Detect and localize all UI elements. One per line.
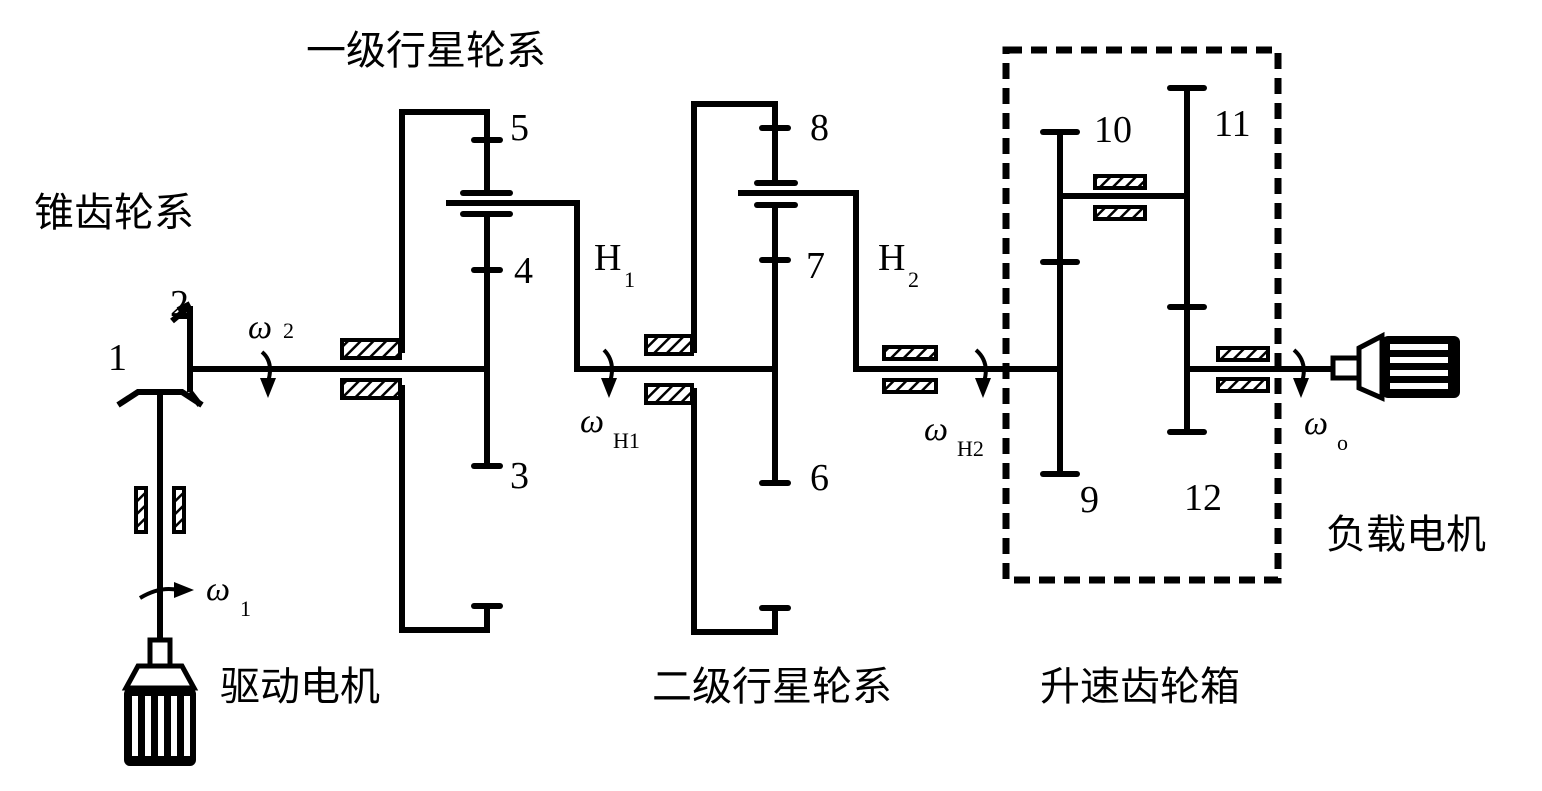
svg-text:ω: ω xyxy=(248,309,272,346)
angular-velocity-wo: ω o xyxy=(1304,405,1348,455)
bearing-icon xyxy=(1093,205,1147,221)
rotation-arrow-w1 xyxy=(138,582,194,600)
angular-velocity-wH1: ω H1 xyxy=(580,403,640,453)
first-stage-planetary xyxy=(340,109,775,633)
speed-up-gearbox xyxy=(1002,46,1338,584)
gear-number-7: 7 xyxy=(806,245,825,287)
ring-gear-frame-lower xyxy=(399,385,490,633)
svg-text:ω: ω xyxy=(206,571,230,608)
svg-text:H: H xyxy=(878,237,905,279)
ring-gear-5-frame xyxy=(399,109,490,353)
svg-text:2: 2 xyxy=(908,267,919,292)
rotation-arrow-wo xyxy=(1292,348,1309,398)
bearing-icon xyxy=(644,383,694,405)
bearing-icon xyxy=(340,338,402,360)
svg-text:ω: ω xyxy=(580,403,604,440)
gear-number-5: 5 xyxy=(510,107,529,149)
gear-number-1: 1 xyxy=(108,337,127,379)
carrier-h2 xyxy=(738,190,1057,372)
angular-velocity-w1: ω 1 xyxy=(206,571,251,621)
svg-text:ω: ω xyxy=(1304,405,1328,442)
bearing-icon xyxy=(172,486,186,534)
gear-number-12: 12 xyxy=(1184,477,1222,519)
svg-text:ω: ω xyxy=(924,411,948,448)
label-second-stage-planetary: 二级行星轮系 xyxy=(652,664,892,710)
bearing-icon xyxy=(1216,346,1270,362)
bearing-icon xyxy=(1093,174,1147,190)
carrier-h1 xyxy=(446,200,775,372)
bearing-icon xyxy=(882,378,938,394)
bevel-gear-train xyxy=(116,301,487,640)
bearing-icon xyxy=(1216,377,1270,393)
svg-text:1: 1 xyxy=(240,596,251,621)
label-bevel-gear-train: 锥齿轮系 xyxy=(34,190,194,236)
svg-text:H2: H2 xyxy=(957,436,984,461)
svg-text:1: 1 xyxy=(624,267,635,292)
rotation-arrow-w2 xyxy=(260,350,276,398)
gear-number-8: 8 xyxy=(810,107,829,149)
gear-number-6: 6 xyxy=(810,457,829,499)
carrier-label-h1: H 1 xyxy=(594,237,635,292)
gear-number-10: 10 xyxy=(1094,109,1132,151)
svg-text:2: 2 xyxy=(283,318,294,343)
gear-number-4: 4 xyxy=(514,250,533,292)
label-first-stage-planetary: 一级行星轮系 xyxy=(306,28,546,74)
drive-motor-icon xyxy=(121,637,199,766)
label-speed-up-gearbox: 升速齿轮箱 xyxy=(1040,664,1240,710)
ring-gear-8-frame xyxy=(691,101,778,353)
ring-gear-frame-lower-2 xyxy=(691,388,778,635)
rotation-arrow-wH1 xyxy=(601,348,617,398)
bearing-icon xyxy=(134,486,148,534)
rotation-arrow-wH2 xyxy=(974,348,991,398)
gear-number-9: 9 xyxy=(1080,479,1099,521)
gear-number-11: 11 xyxy=(1214,103,1251,145)
gearbox-boundary xyxy=(1002,46,1282,584)
bearing-icon xyxy=(882,345,938,361)
angular-velocity-wH2: ω H2 xyxy=(924,411,984,461)
bearing-icon xyxy=(340,378,402,400)
angular-velocity-w2: ω 2 xyxy=(248,309,294,346)
svg-text:o: o xyxy=(1337,430,1348,455)
gear-number-3: 3 xyxy=(510,455,529,497)
carrier-label-h2: H 2 xyxy=(878,237,919,292)
label-drive-motor: 驱动电机 xyxy=(220,664,380,710)
svg-text:H1: H1 xyxy=(613,428,640,453)
gear-number-2: 2 xyxy=(170,283,189,325)
bearing-icon xyxy=(644,334,694,356)
second-stage-planetary xyxy=(644,101,1057,635)
load-motor-icon xyxy=(1330,331,1460,402)
svg-text:H: H xyxy=(594,237,621,279)
label-load-motor: 负载电机 xyxy=(1326,512,1486,558)
